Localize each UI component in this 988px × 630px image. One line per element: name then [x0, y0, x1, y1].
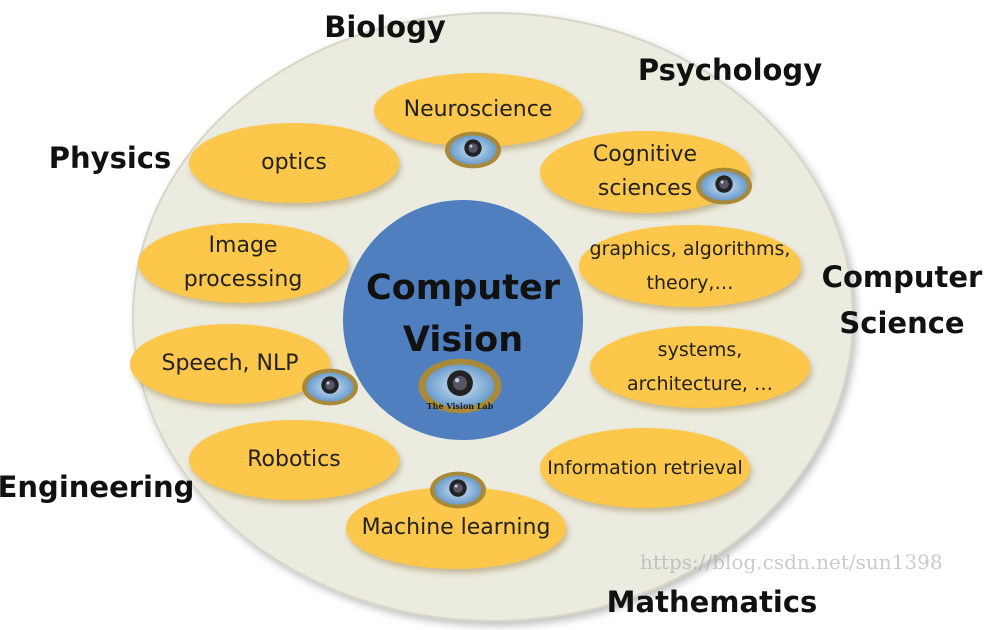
- vision-lab-eye-icon: [301, 368, 359, 406]
- topic-label: optics: [261, 150, 327, 175]
- vision-lab-eye-icon: [429, 471, 487, 509]
- computer-vision-core: Computer Vision: [343, 200, 583, 440]
- topic-systems: systems,architecture, …: [590, 326, 810, 408]
- vision-lab-eye-icon: [695, 167, 753, 205]
- core-title-line2: Vision: [402, 320, 524, 360]
- core-title-line1: Computer: [366, 268, 560, 308]
- topic-speech-nlp: Speech, NLP: [130, 324, 330, 404]
- field-engineering: Engineering: [0, 470, 195, 504]
- field-physics: Physics: [48, 141, 172, 175]
- topic-label: graphics, algorithms,theory,…: [589, 238, 791, 294]
- topic-label: Neuroscience: [403, 97, 553, 122]
- topic-label: Speech, NLP: [161, 351, 299, 376]
- topic-label: Information retrieval: [547, 457, 743, 479]
- topic-optics: optics: [189, 123, 399, 203]
- eye-logo-text: The Vision Lab: [427, 401, 494, 411]
- topic-robotics: Robotics: [189, 420, 399, 500]
- topic-graphics: graphics, algorithms,theory,…: [579, 225, 801, 307]
- watermark: https://blog.csdn.net/sun1398: [640, 550, 943, 574]
- field-biology: Biology: [324, 10, 446, 44]
- vision-lab-eye-icon: The Vision Lab: [418, 358, 502, 414]
- topic-label: Robotics: [247, 447, 341, 472]
- field-mathematics: Mathematics: [606, 585, 818, 619]
- topic-label: Machine learning: [361, 515, 551, 540]
- topic-label: systems,architecture, …: [626, 339, 774, 395]
- topic-information-retrieval: Information retrieval: [540, 428, 750, 508]
- field-psychology: Psychology: [637, 53, 823, 87]
- vision-lab-eye-icon: [444, 131, 502, 169]
